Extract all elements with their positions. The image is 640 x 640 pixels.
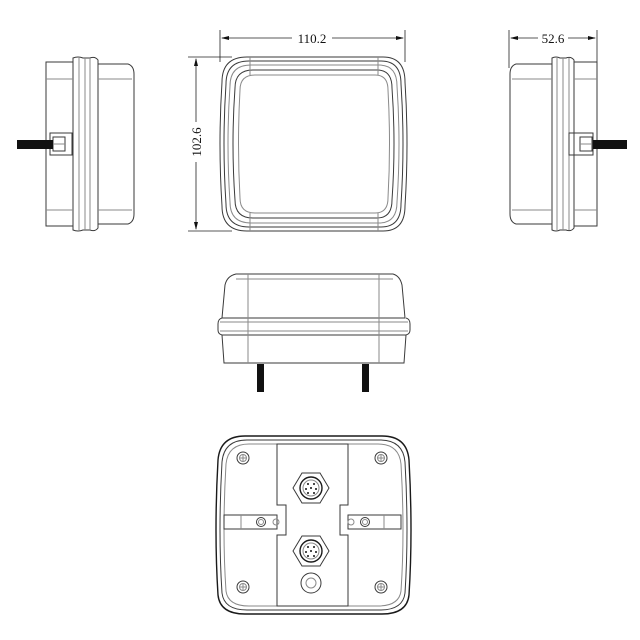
screw-icon	[374, 580, 388, 594]
vent-plug-icon	[300, 572, 322, 594]
screw-icon	[374, 451, 388, 465]
connector-icon	[292, 535, 330, 567]
cable-stub	[593, 140, 627, 149]
top-view	[217, 273, 411, 392]
depth-dimension: 52.6	[508, 30, 598, 68]
height-label: 102.6	[189, 127, 204, 157]
screw-icon	[236, 580, 250, 594]
width-label: 110.2	[298, 31, 327, 46]
front-view: 110.2 102.6	[188, 30, 408, 232]
right-side-view: 52.6	[508, 30, 627, 232]
mounting-stud	[362, 364, 369, 392]
connector-icon	[292, 472, 330, 504]
rear-view	[215, 435, 412, 615]
screw-icon	[236, 451, 250, 465]
left-side-view	[17, 56, 135, 232]
height-dimension: 102.6	[188, 56, 232, 232]
width-dimension: 110.2	[219, 30, 406, 62]
mounting-stud	[257, 364, 264, 392]
cable-stub	[17, 140, 53, 149]
depth-label: 52.6	[542, 31, 565, 46]
